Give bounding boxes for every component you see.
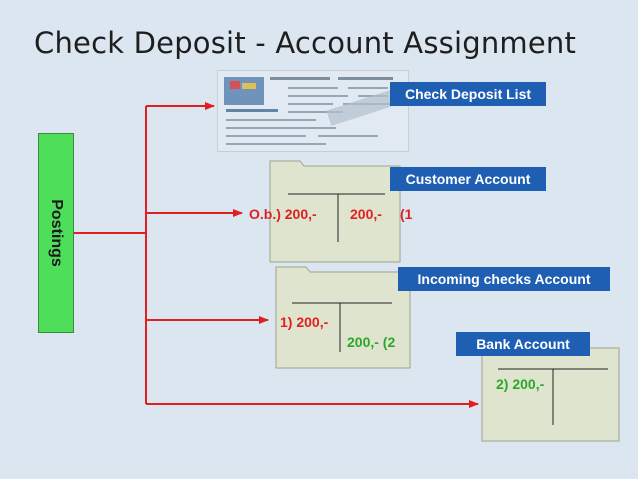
bank-debit-value: 2) 200,- [496,376,545,392]
check-deposit-list-label: Check Deposit List [390,82,546,106]
check-document-image [217,70,409,152]
postings-box: Postings [38,133,74,333]
customer-account-label: Customer Account [390,167,546,191]
incoming-credit-value: 200,- (2 [347,334,396,350]
bank-account-label: Bank Account [456,332,590,356]
incoming-debit-value: 1) 200,- [280,314,329,330]
incoming-checks-label: Incoming checks Account [398,267,610,291]
customer-credit-ref: (1 [400,206,413,222]
customer-credit-value: 200,- [350,206,382,222]
customer-debit-value: O.b.) 200,- [249,206,317,222]
page-title: Check Deposit - Account Assignment [34,26,577,60]
